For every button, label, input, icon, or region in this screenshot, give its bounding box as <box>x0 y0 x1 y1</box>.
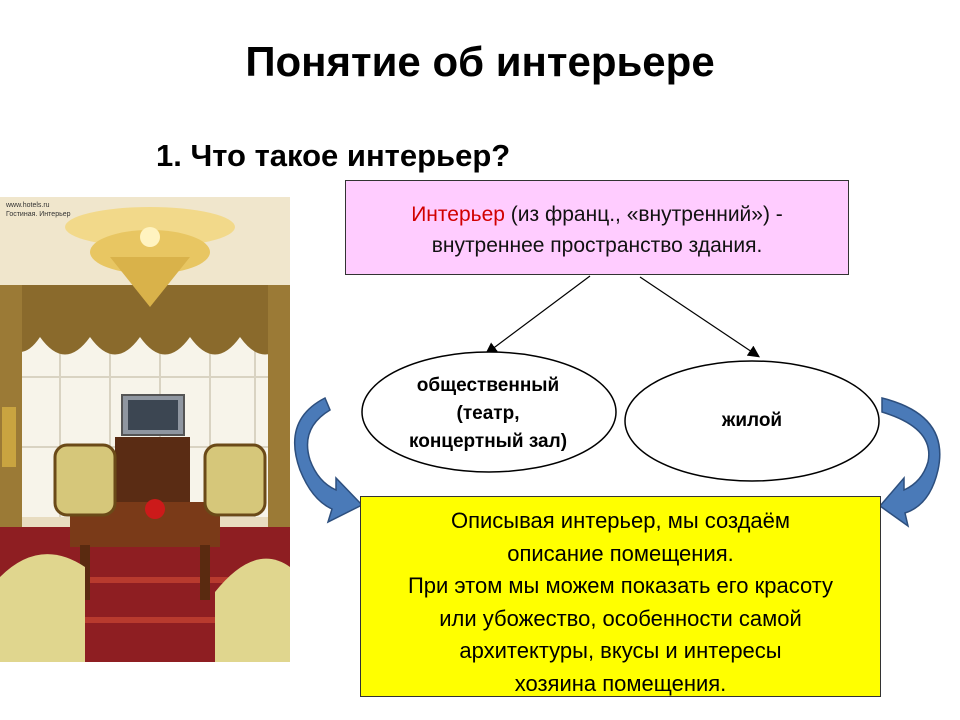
public-ellipse <box>361 351 617 473</box>
description-line-4: или убожество, особенности самой <box>439 605 802 631</box>
public-line-2: (театр, <box>456 403 520 424</box>
interior-photo: www.hotels.ru Гостиная. Интерьер <box>0 197 290 662</box>
watermark-line2: Гостиная. Интерьер <box>6 211 71 218</box>
definition-text: внутреннее пространство здания. <box>431 234 763 257</box>
description-box: Описывая интерьер, мы создаём описание п… <box>360 496 881 697</box>
description-line-1: Описывая интерьер, мы создаём <box>450 508 791 533</box>
definition-box: Интерьер (из франц., «внутренний») - вну… <box>345 180 849 275</box>
public-line-1: общественный <box>416 375 560 396</box>
description-line-6: хозяина помещения. <box>514 670 727 696</box>
description-line-3: При этом мы можем показать его красоту <box>407 573 834 598</box>
description-line-2: описание помещения. <box>507 540 734 566</box>
slide-title: Понятие об интерьере <box>245 38 715 85</box>
definition-origin: (из франц., «внутренний») - <box>504 203 783 226</box>
arrow-to-living <box>639 276 760 358</box>
public-line-3: концертный зал) <box>408 431 568 452</box>
right-curved-arrow <box>878 397 941 528</box>
arrow-to-public <box>485 275 591 355</box>
slide-subtitle: 1. Что такое интерьер? <box>156 138 511 173</box>
description-line-5: архитектуры, вкусы и интересы <box>459 638 782 663</box>
watermark-line1: www.hotels.ru <box>5 202 50 209</box>
living-ellipse <box>624 360 880 482</box>
living-interior-label: жилой <box>721 410 783 431</box>
public-interior-label: общественный (театр, концертный зал) <box>372 372 604 456</box>
definition-term: Интерьер <box>411 203 505 226</box>
chandelier <box>65 207 235 307</box>
left-curved-arrow <box>293 396 364 524</box>
